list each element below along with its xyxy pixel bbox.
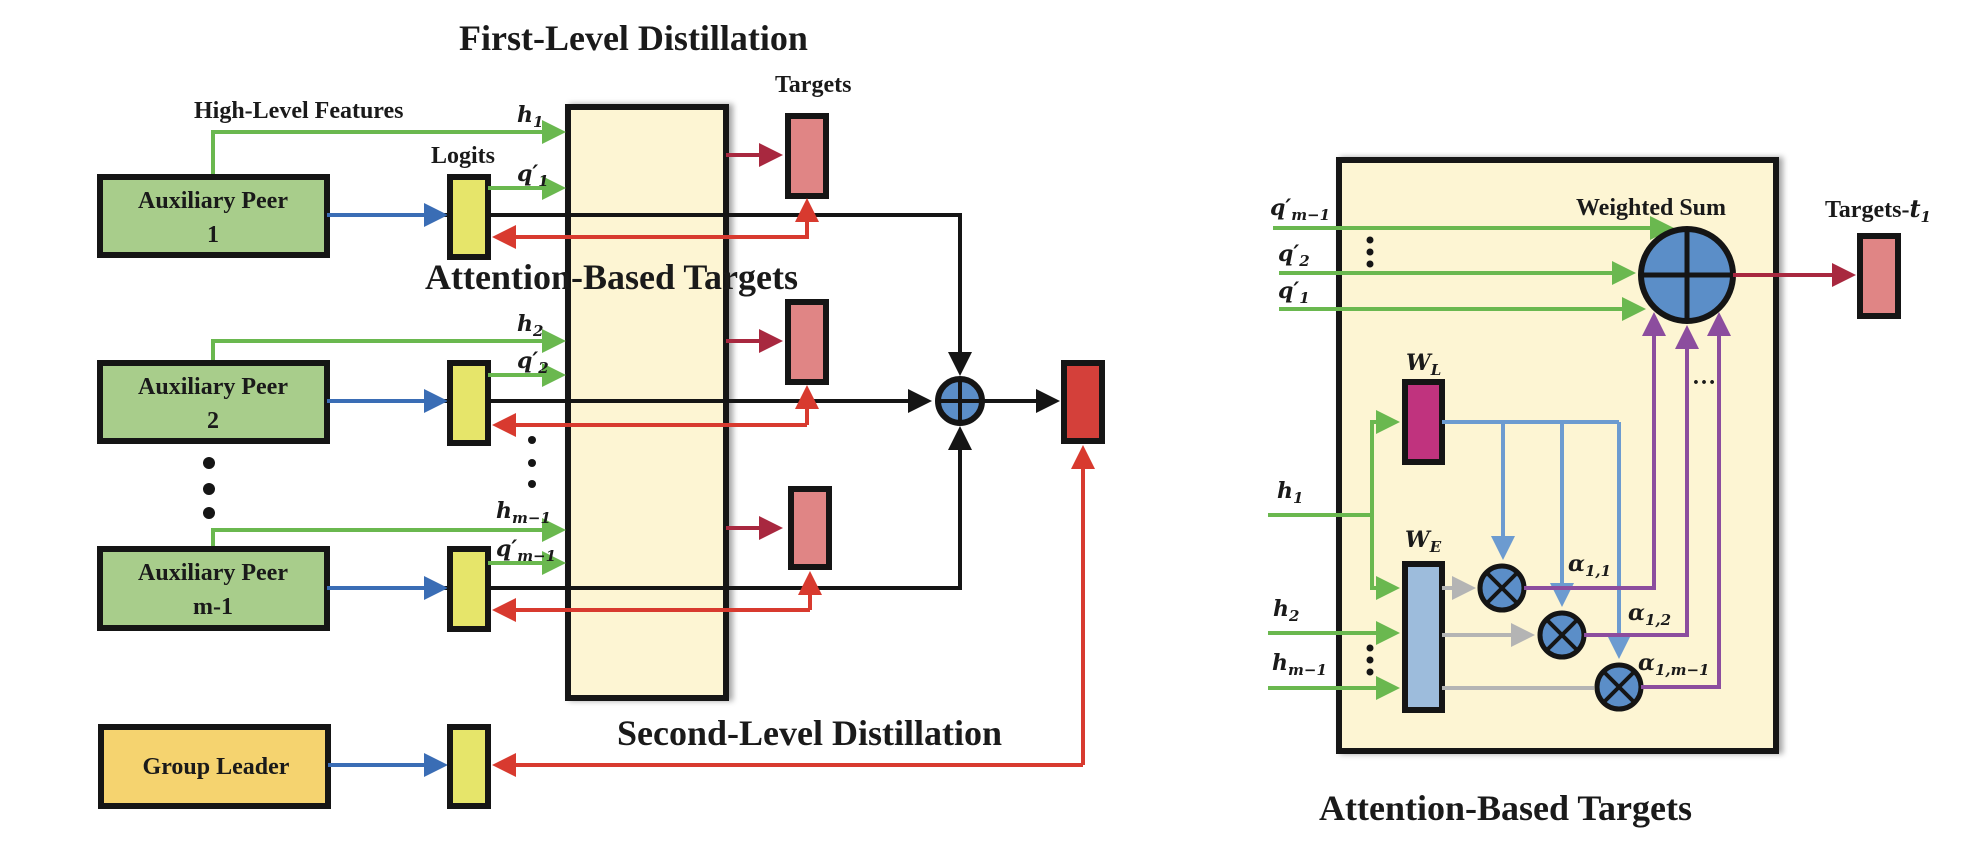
peer-1-index: 1 xyxy=(207,222,219,248)
alpha-1-1-arrow xyxy=(1524,312,1666,590)
cross xyxy=(1485,571,1519,605)
ellipsis-dot xyxy=(1366,644,1374,652)
auxiliary-peer-2-box xyxy=(97,360,330,444)
peer-m-1-index: m-1 xyxy=(193,594,233,620)
ellipsis-dot xyxy=(1366,248,1374,256)
ellipsis-dot xyxy=(1366,668,1374,676)
q2-label: q′2 xyxy=(517,348,549,377)
multiplier-1 xyxy=(1477,563,1527,613)
second-level-title: Second-Level Distillation xyxy=(617,713,1002,753)
h2-input-label: h2 xyxy=(1273,596,1299,625)
target-box-m-1 xyxy=(788,486,832,570)
left-panel: First-Level Distillation High-Level Feat… xyxy=(97,18,1105,809)
hm-1-input-label: hm−1 xyxy=(1272,650,1327,679)
peer-2-label: Auxiliary Peer xyxy=(138,374,288,400)
auxiliary-peer-m-1-box xyxy=(97,546,330,631)
ellipsis-dot xyxy=(1366,656,1374,664)
we-box xyxy=(1402,561,1445,713)
q-2-input-label: q′2 xyxy=(1278,241,1310,270)
targets-label: Targets xyxy=(775,72,851,98)
alpha-1-2-arrow xyxy=(1584,325,1699,637)
h1-label: h1 xyxy=(517,102,543,131)
h1-to-we-arrow xyxy=(1370,515,1400,600)
high-level-feature-arrow-2 xyxy=(211,329,566,360)
q-m-1-input-label: q′m−1 xyxy=(1270,195,1330,224)
group-leader-label: Group Leader xyxy=(143,754,290,780)
alpha-1-m-1-arrow xyxy=(1641,312,1731,689)
target-t1-box xyxy=(1857,233,1901,319)
first-level-title: First-Level Distillation xyxy=(459,18,808,58)
wl-label: WL xyxy=(1406,350,1441,379)
right-panel: Weighted Sum Targets-t1 q′m−1 q′2 q′1 h1… xyxy=(1268,157,1931,828)
alpha-1-1-label: α1,1 xyxy=(1568,551,1611,580)
targets-t1-label: Targets-t1 xyxy=(1825,194,1931,226)
h2-label: h2 xyxy=(517,311,543,340)
weighted-sum-node xyxy=(1638,226,1736,324)
wl-box xyxy=(1402,379,1445,465)
alpha-1-m-1-label: α1,m−1 xyxy=(1638,650,1709,679)
auxiliary-peer-1-box xyxy=(97,174,330,258)
high-level-features-label: High-Level Features xyxy=(194,98,404,124)
q1-label: q′1 xyxy=(517,161,549,190)
peer-m-1-label: Auxiliary Peer xyxy=(138,560,288,586)
peer-1: Auxiliary Peer 1 h1 q′1 xyxy=(97,102,829,260)
logit-line-m-1 xyxy=(410,426,972,590)
qm-1-label: q′m−1 xyxy=(496,536,556,565)
peer-2: Auxiliary Peer 2 h2 q′2 xyxy=(97,299,829,446)
logits-box-1 xyxy=(447,174,491,260)
ellipsis-dot xyxy=(203,507,215,519)
ensemble-target-box xyxy=(1061,360,1105,444)
high-level-feature-arrow-1 xyxy=(211,120,566,175)
we-label: WE xyxy=(1405,527,1442,556)
cross xyxy=(1602,670,1636,704)
hm-1-label: hm−1 xyxy=(496,498,551,527)
ellipsis-dot xyxy=(203,457,215,469)
ellipsis-dot xyxy=(1366,260,1374,268)
logits-box-m-1 xyxy=(447,546,491,632)
ellipsis-dot xyxy=(203,483,215,495)
cross xyxy=(1545,618,1579,652)
multiplier-3 xyxy=(1594,662,1644,712)
ellipsis-dot xyxy=(528,436,536,444)
leader-logits-box xyxy=(447,724,491,809)
alpha-1-2-label: α1,2 xyxy=(1628,600,1671,629)
weighted-sum-label: Weighted Sum xyxy=(1576,195,1726,221)
ellipsis-dot xyxy=(1366,236,1374,244)
multiplier-2 xyxy=(1537,610,1587,660)
ellipsis-dot xyxy=(528,459,536,467)
group-leader-box xyxy=(98,724,331,809)
logit-line-1 xyxy=(410,213,972,376)
h1-to-wl-arrow xyxy=(1370,410,1400,515)
peer-ellipsis xyxy=(203,436,536,519)
logits-box-2 xyxy=(447,360,491,446)
ellipsis-dot xyxy=(528,480,536,488)
peer-2-index: 2 xyxy=(207,408,219,434)
group-leader: Group Leader xyxy=(98,445,1095,809)
peer-m-1: Auxiliary Peer m-1 hm−1 q′m−1 xyxy=(97,486,832,632)
target-box-1 xyxy=(785,113,829,199)
attention-based-targets-overlay: Attention-Based Targets xyxy=(425,257,798,297)
high-level-feature-arrow-m-1 xyxy=(211,518,566,546)
q-1-input-label: q′1 xyxy=(1278,278,1310,307)
h1-input-label: h1 xyxy=(1277,478,1303,507)
peer-1-label: Auxiliary Peer xyxy=(138,188,288,214)
target-box-2 xyxy=(785,299,829,385)
sum-node xyxy=(935,376,1060,426)
logits-label: Logits xyxy=(431,143,495,169)
alpha-ellipsis: … xyxy=(1692,364,1716,390)
attention-based-targets-title: Attention-Based Targets xyxy=(1319,788,1692,828)
